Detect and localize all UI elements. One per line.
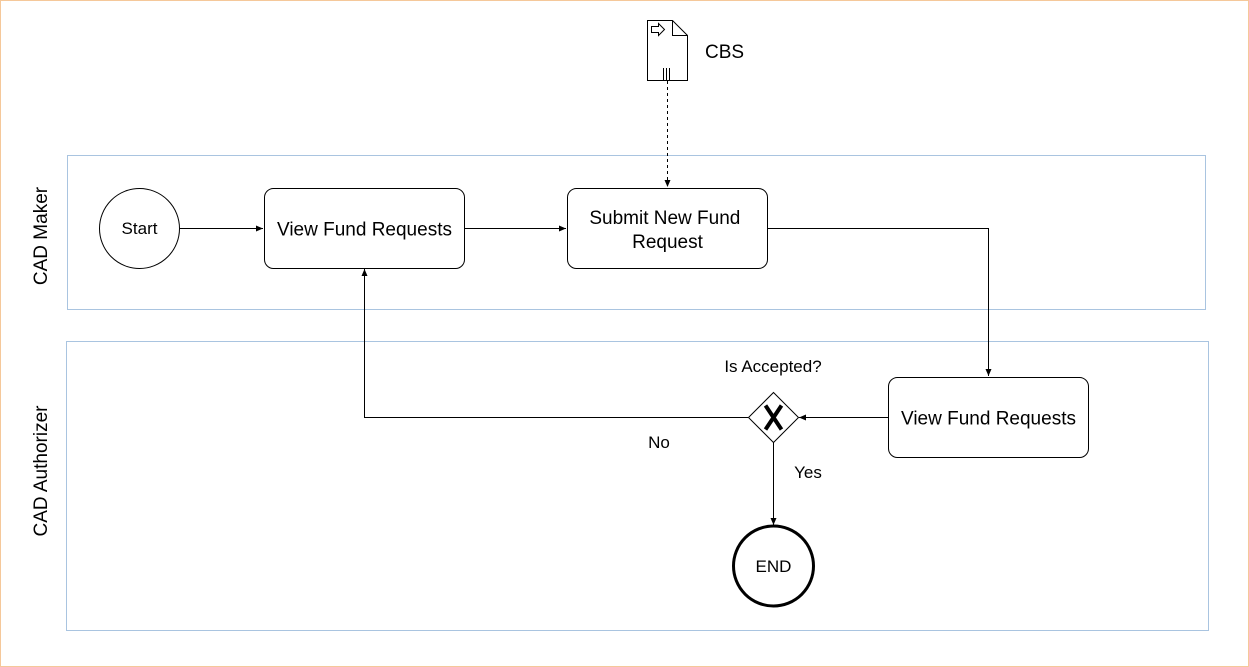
edge-gateway-no: [361, 269, 748, 418]
lane-label-cad-maker: CAD Maker: [31, 186, 52, 285]
end-label: END: [756, 557, 792, 576]
edge-no-label: No: [648, 433, 670, 452]
collection-marker-icon: [663, 68, 670, 80]
exclusive-gateway: [747, 391, 800, 444]
task-submit-new-fund-request: [567, 188, 768, 269]
task-view-fund-requests-maker: [264, 188, 465, 269]
task-view-fund-requests-authorizer: [888, 377, 1089, 458]
cbs-label: CBS: [705, 42, 744, 63]
task-submit-line-1: Submit New Fund: [589, 208, 740, 229]
start-label: Start: [122, 219, 158, 238]
task-view-fund-requests-maker-label: View Fund Requests: [277, 220, 452, 241]
task-submit-new-fund-request-label: Submit New Fund Request: [589, 208, 745, 253]
lane-cad-maker: [67, 155, 1206, 310]
lane-label-cad-authorizer: CAD Authorizer: [31, 405, 52, 537]
input-arrow-icon: [651, 22, 666, 37]
gateway-label: Is Accepted?: [724, 357, 821, 376]
task-submit-line-2: Request: [632, 232, 703, 253]
edge-submit-to-authorizer-view: [768, 228, 992, 376]
cbs-data-object: [647, 20, 688, 81]
lane-cad-authorizer: [66, 341, 1209, 631]
x-icon: [763, 404, 784, 431]
edge-yes-label: Yes: [794, 463, 822, 482]
task-view-fund-requests-authorizer-label: View Fund Requests: [901, 409, 1076, 430]
end-event: [732, 524, 815, 608]
start-event: [99, 188, 180, 269]
